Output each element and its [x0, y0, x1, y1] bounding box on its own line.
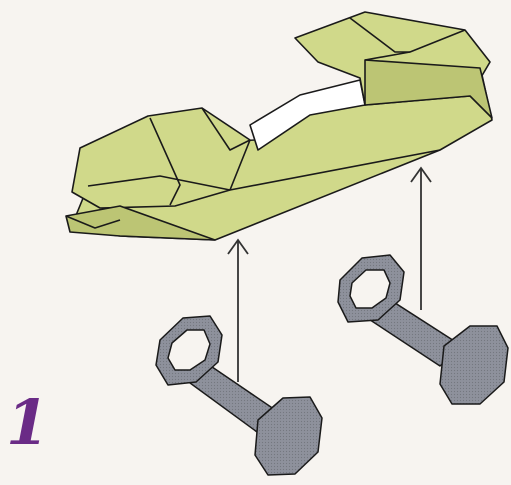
rear-axle — [338, 255, 508, 404]
car-body — [66, 12, 492, 240]
front-axle — [156, 316, 322, 475]
rear-arrow — [411, 168, 431, 310]
front-arrow — [228, 240, 248, 382]
step-number: 1 — [6, 392, 49, 454]
